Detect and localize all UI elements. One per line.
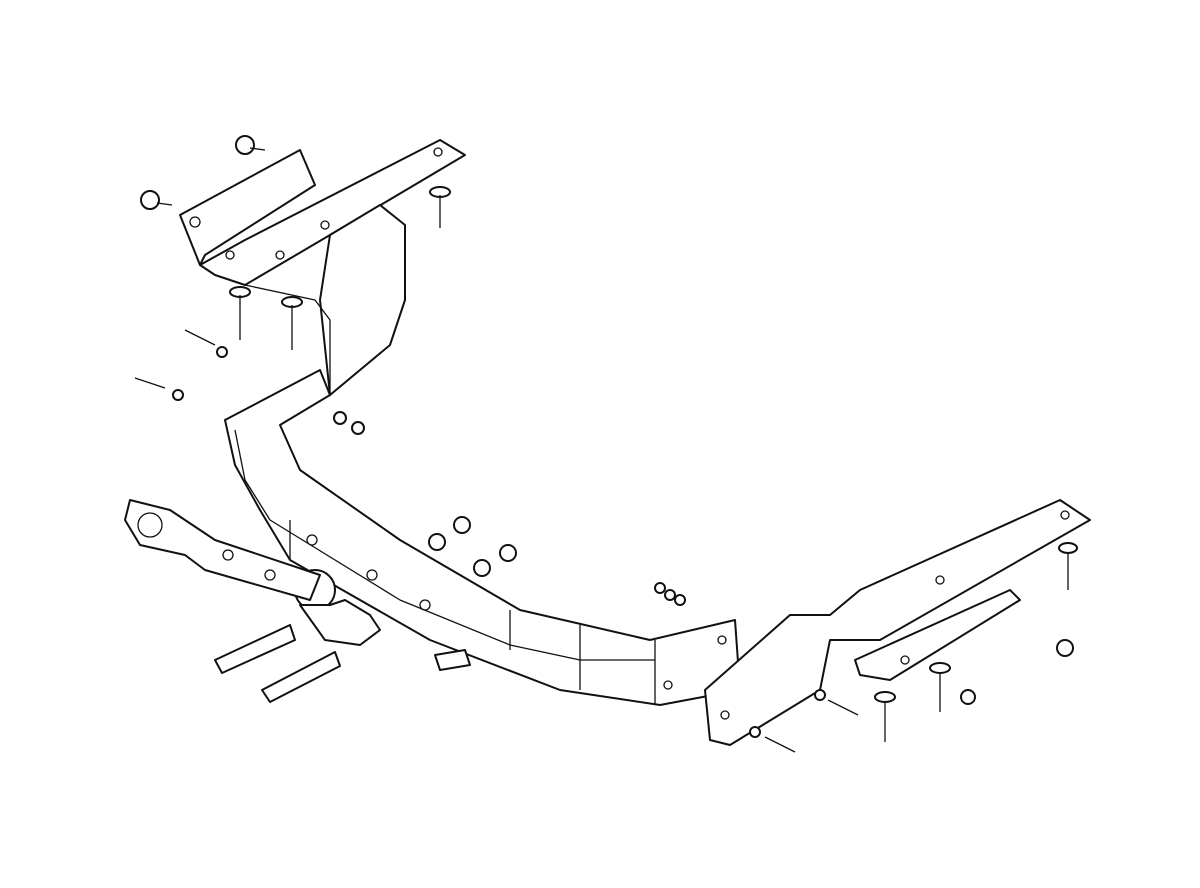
tow-ball-assembly: [124, 499, 381, 646]
left-upper-bracket: [179, 139, 466, 396]
long-bolts: [214, 624, 341, 703]
right-bracket: [704, 499, 1091, 746]
fasteners: [134, 135, 1078, 753]
main-crossbar: [224, 369, 741, 706]
